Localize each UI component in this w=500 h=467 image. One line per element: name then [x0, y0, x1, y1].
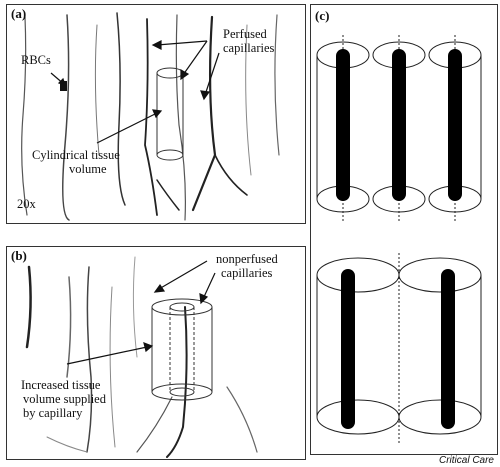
- credit-label: Critical Care: [438, 455, 494, 466]
- panel-a: (a) RBCs Perfused capillaries Cylindrica…: [6, 4, 306, 224]
- cylinder-array-nonperfused: [316, 253, 482, 445]
- panel-b-micrograph: [25, 256, 258, 458]
- perfused-label-line2: capillaries: [223, 41, 275, 55]
- panel-c-label: (c): [315, 8, 330, 23]
- panel-b-label: (b): [11, 248, 27, 263]
- panel-b: (b) nonperfused capillaries Increased ti…: [6, 246, 306, 460]
- increased-label-line2: volume supplied: [23, 392, 106, 406]
- perfused-label-line1: Perfused: [223, 27, 267, 41]
- cylinder-label-line2: volume: [69, 162, 107, 176]
- panel-a-micrograph: [21, 12, 280, 221]
- cylinder-b: [151, 298, 213, 401]
- magnification-label: 20x: [17, 197, 36, 211]
- increased-label-line3: by capillary: [23, 406, 83, 420]
- panel-a-label: (a): [11, 6, 27, 21]
- panel-c-diagram: [316, 35, 482, 445]
- increased-label-line1: Increased tissue: [21, 378, 101, 392]
- capillary-bars-top: [336, 49, 462, 201]
- cylinder-a: [156, 67, 184, 161]
- nonperfused-label-line2: capillaries: [221, 266, 273, 280]
- rbc-label: RBCs: [21, 53, 51, 67]
- nonperfused-label-line1: nonperfused: [216, 252, 278, 266]
- panel-c: (c): [310, 4, 498, 455]
- cylinder-label-line1: Cylindrical tissue: [32, 148, 120, 162]
- rbc-mark: [60, 81, 67, 91]
- capillary-bars-bottom: [341, 269, 455, 429]
